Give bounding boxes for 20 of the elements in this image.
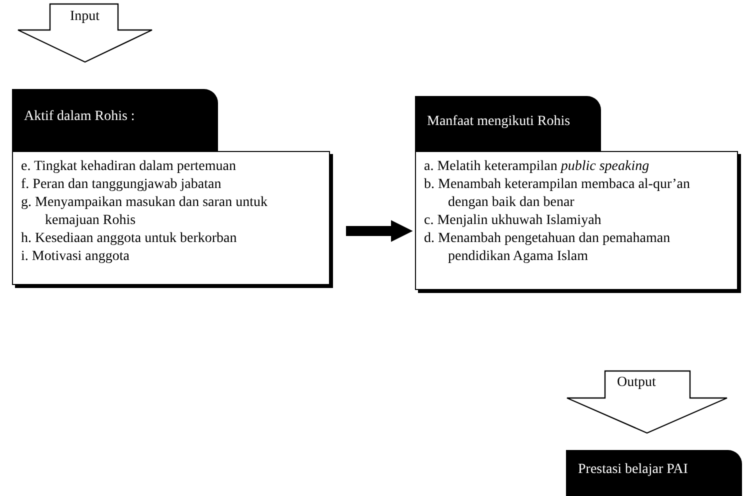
list-box — [415, 151, 738, 290]
header-tab — [415, 96, 601, 151]
header-text: Prestasi belajar PAI — [578, 462, 688, 478]
list-box — [12, 151, 330, 285]
list-item: h. Kesediaan anggota untuk berkorban — [21, 230, 238, 248]
header-tab — [12, 89, 218, 151]
block-arrow — [567, 371, 727, 433]
arrow-label: Output — [617, 375, 656, 391]
list-item: a. Melatih keterampilan public speaking — [424, 158, 650, 176]
header-text: Aktif dalam Rohis : — [24, 109, 135, 125]
list-item: i. Motivasi anggota — [21, 248, 130, 266]
list-item: d. Menambah pengetahuan dan pemahaman pendidikan Agama Islam — [424, 230, 672, 266]
header-tab — [566, 450, 742, 496]
header-text: Manfaat mengikuti Rohis — [427, 114, 570, 130]
arrow — [346, 220, 413, 242]
list-item: e. Tingkat kehadiran dalam pertemuan — [21, 158, 237, 176]
block-arrow — [18, 4, 152, 62]
arrow-label: Input — [70, 9, 100, 25]
list-item: c. Menjalin ukhuwah Islamiyah — [424, 212, 602, 230]
list-item: f. Peran dan tanggungjawab jabatan — [21, 176, 222, 194]
